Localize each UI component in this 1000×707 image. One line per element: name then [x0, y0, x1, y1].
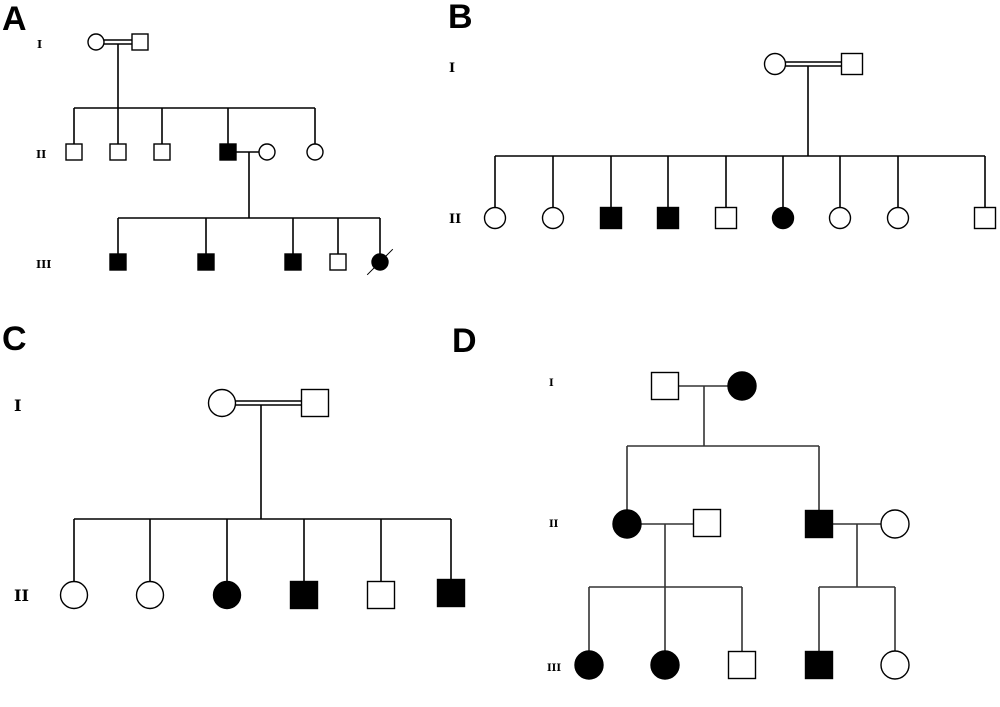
male-unaffected-symbol [366, 580, 396, 610]
female-unaffected-symbol [306, 143, 324, 161]
male-affected-symbol [109, 253, 127, 271]
female-unaffected-symbol [135, 580, 165, 610]
female-unaffected-symbol [886, 206, 910, 230]
female-affected-symbol [612, 509, 642, 539]
male-affected-symbol [656, 206, 680, 230]
female-unaffected-symbol [59, 580, 89, 610]
male-unaffected-symbol [692, 508, 722, 538]
male-affected-symbol [599, 206, 623, 230]
male-unaffected-symbol [329, 253, 347, 271]
gen-label-b-i: I [449, 61, 455, 76]
female-affected-symbol [771, 206, 795, 230]
panel-label-b: B [448, 0, 473, 36]
female-unaffected-symbol [483, 206, 507, 230]
female-unaffected-symbol [207, 388, 237, 418]
male-unaffected-symbol [714, 206, 738, 230]
male-affected-symbol [436, 578, 466, 608]
female-unaffected-symbol [541, 206, 565, 230]
gen-label-d-i: I [549, 378, 554, 389]
gen-label-c-ii: II [14, 586, 29, 605]
deceased-slash [366, 248, 394, 276]
male-affected-symbol [804, 509, 834, 539]
male-affected-symbol [284, 253, 302, 271]
female-unaffected-symbol [87, 33, 105, 51]
gen-label-a-ii: II [36, 148, 46, 161]
gen-label-d-iii: III [547, 663, 561, 674]
male-unaffected-symbol [650, 371, 680, 401]
gen-label-a-i: I [37, 38, 42, 51]
male-unaffected-symbol [65, 143, 83, 161]
panel-label-c: C [2, 320, 27, 358]
female-affected-symbol [212, 580, 242, 610]
female-unaffected-symbol [828, 206, 852, 230]
female-unaffected-symbol [880, 509, 910, 539]
male-unaffected-symbol [727, 650, 757, 680]
individual-symbols [59, 33, 997, 680]
male-unaffected-symbol [131, 33, 149, 51]
gen-label-a-iii: III [36, 258, 51, 271]
gen-label-d-ii: II [549, 519, 559, 530]
female-unaffected-symbol [880, 650, 910, 680]
connector-lines [73, 39, 986, 652]
female-unaffected-symbol [763, 52, 787, 76]
female-affected-symbol [650, 650, 680, 680]
female-affected-symbol [574, 650, 604, 680]
male-unaffected-symbol [300, 388, 330, 418]
male-unaffected-symbol [973, 206, 997, 230]
male-unaffected-symbol [109, 143, 127, 161]
gen-label-c-i: I [14, 396, 21, 415]
male-unaffected-symbol [840, 52, 864, 76]
female-unaffected-symbol [258, 143, 276, 161]
male-affected-symbol [804, 650, 834, 680]
panel-label-a: A [2, 0, 27, 38]
male-affected-symbol [219, 143, 237, 161]
male-unaffected-symbol [153, 143, 171, 161]
male-affected-symbol [289, 580, 319, 610]
female-affected-symbol [727, 371, 757, 401]
gen-label-b-ii: II [449, 212, 461, 227]
male-affected-symbol [197, 253, 215, 271]
panel-label-d: D [452, 322, 477, 360]
